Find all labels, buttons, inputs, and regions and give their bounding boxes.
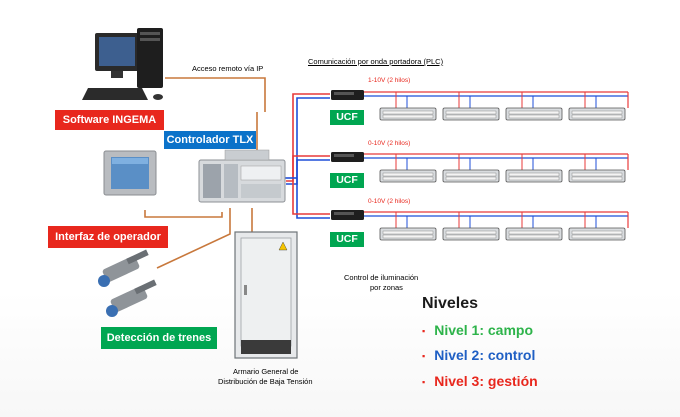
plc-backbone bbox=[285, 93, 330, 219]
management-wires bbox=[144, 77, 266, 269]
luminaire-tube bbox=[382, 230, 434, 235]
label-cabinet-2: Distribución de Baja Tensión bbox=[218, 377, 313, 386]
niveles-title: Niveles bbox=[422, 295, 479, 312]
luminaire-tube bbox=[508, 230, 560, 235]
signal-label-3: 0-10V (2 hilos) bbox=[368, 198, 411, 205]
ucf-label-1: UCF bbox=[330, 110, 364, 125]
ucf-device-detail bbox=[334, 154, 354, 157]
label-cabinet-1: Armario General de bbox=[233, 367, 299, 376]
label-plc-communication: Comunicación por onda portadora (PLC) bbox=[308, 57, 444, 66]
label-zone-control-1: Control de iluminación bbox=[344, 273, 419, 282]
bullet-icon: ▪ bbox=[422, 326, 426, 337]
cabinet-icon bbox=[234, 231, 298, 359]
signal-label-2: 0-10V (2 hilos) bbox=[368, 140, 411, 147]
box-interfaz-operador: Interfaz de operador bbox=[48, 226, 168, 248]
ucf-label-3: UCF bbox=[330, 232, 364, 247]
luminaire-tube bbox=[571, 172, 623, 177]
box-deteccion-trenes: Detección de trenes bbox=[101, 327, 217, 349]
nivel-2: ▪ Nivel 2: control bbox=[422, 347, 535, 363]
controller-tlx-icon bbox=[198, 149, 286, 203]
label-remote-access: Acceso remoto vía IP bbox=[192, 64, 264, 73]
sensors-icon bbox=[98, 249, 157, 317]
luminaire-tube bbox=[445, 230, 497, 235]
signal-label-1: 1-10V (2 hilos) bbox=[368, 77, 411, 84]
ucf-device-detail bbox=[334, 212, 354, 215]
luminaire-tube bbox=[508, 172, 560, 177]
ucf-device-detail bbox=[334, 92, 354, 95]
wire-operator-interface bbox=[144, 210, 223, 218]
bullet-icon: ▪ bbox=[422, 377, 426, 388]
box-software-ingema: Software INGEMA bbox=[55, 110, 164, 130]
luminaire-tube bbox=[382, 176, 434, 181]
ucf-label-2: UCF bbox=[330, 173, 364, 188]
nivel-3: ▪ Nivel 3: gestión bbox=[422, 373, 538, 389]
wire-remote-access bbox=[165, 77, 266, 112]
nivel-1: ▪ Nivel 1: campo bbox=[422, 322, 533, 338]
box-controlador-tlx: Controlador TLX bbox=[164, 131, 256, 149]
label-zone-control-2: por zonas bbox=[370, 283, 403, 292]
operator-panel-icon bbox=[103, 150, 157, 196]
luminaire-tube bbox=[571, 114, 623, 119]
bullet-icon: ▪ bbox=[422, 351, 426, 362]
luminaire-tube bbox=[571, 230, 623, 235]
luminaire-tube bbox=[571, 234, 623, 239]
luminaire-tube bbox=[445, 172, 497, 177]
luminaire-tube bbox=[571, 110, 623, 115]
luminaire-tube bbox=[382, 110, 434, 115]
luminaire-tube bbox=[382, 172, 434, 177]
nivel-2-text: Nivel 2: control bbox=[434, 347, 536, 363]
computer-icon bbox=[82, 28, 163, 100]
luminaire-tube bbox=[445, 114, 497, 119]
luminaire-tube bbox=[571, 176, 623, 181]
luminaire-rows bbox=[331, 90, 629, 241]
luminaire-tube bbox=[508, 234, 560, 239]
luminaire-tube bbox=[508, 110, 560, 115]
luminaire-tube bbox=[445, 176, 497, 181]
luminaire-tube bbox=[445, 110, 497, 115]
luminaire-tube bbox=[508, 114, 560, 119]
luminaire-tube bbox=[445, 234, 497, 239]
nivel-1-text: Nivel 1: campo bbox=[434, 322, 534, 338]
wire-train-detection bbox=[156, 208, 231, 269]
nivel-3-text: Nivel 3: gestión bbox=[434, 373, 538, 389]
luminaire-tube bbox=[508, 176, 560, 181]
luminaire-tube bbox=[382, 114, 434, 119]
luminaire-tube bbox=[382, 234, 434, 239]
